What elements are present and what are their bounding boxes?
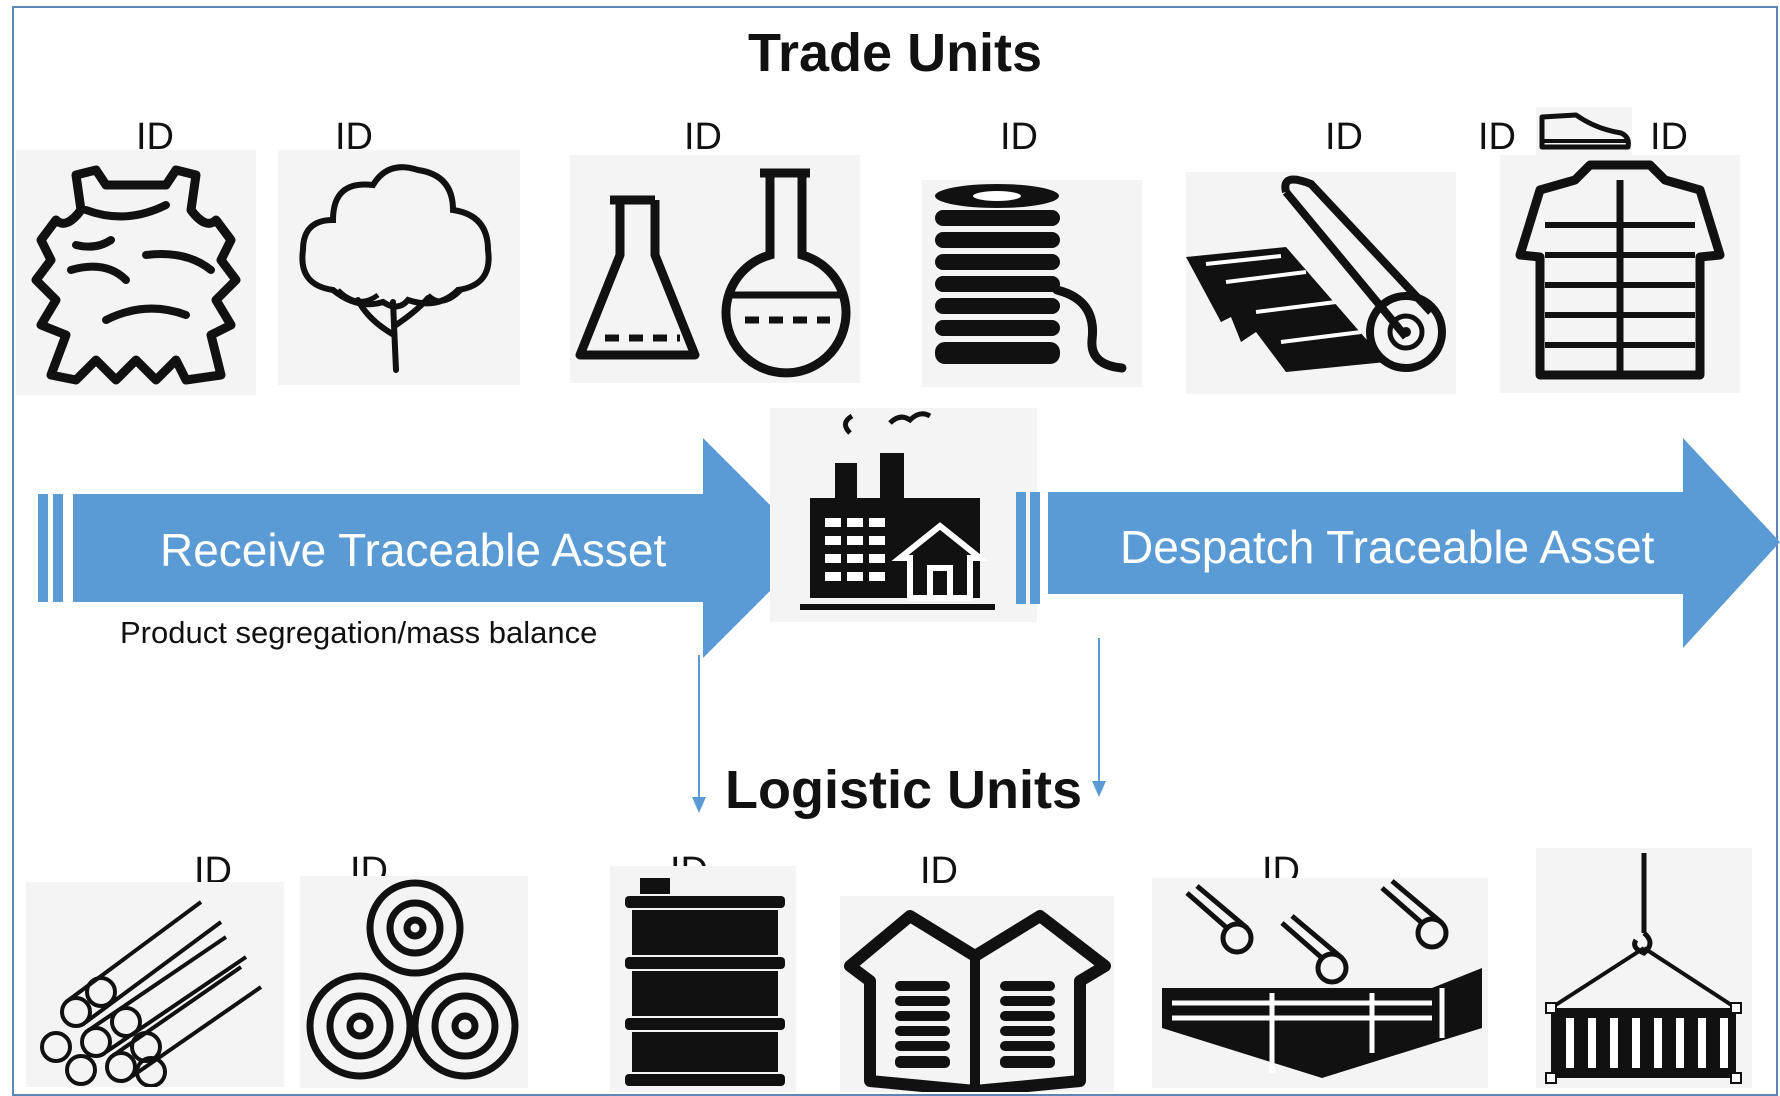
open-box-icon [840,896,1114,1092]
segregation-note: Product segregation/mass balance [120,615,598,650]
trade-id-label: ID [1478,116,1516,158]
trade-id-label: ID [1325,116,1363,158]
trade-id-label: ID [1650,116,1688,158]
shipping-container-icon [1536,848,1752,1088]
trade-id-label: ID [684,116,722,158]
receive-arrow [38,438,813,658]
trade-id-label: ID [335,116,373,158]
hide-icon [16,150,256,395]
despatch-arrow-label: Despatch Traceable Asset [1120,521,1655,573]
jacket-icon [1500,155,1740,393]
barrel-icon [610,866,796,1092]
shoe-icon [1536,107,1632,155]
log-pile-icon [26,882,284,1087]
pallet-rolls-icon [1152,878,1488,1088]
receive-arrow-label: Receive Traceable Asset [160,524,667,576]
round-bales-icon [300,876,528,1088]
connector-arrow-right [1092,638,1106,797]
chemistry-flasks-icon [570,155,860,383]
trade-id-label: ID [136,116,174,158]
logistic-units-title: Logistic Units [725,760,1083,820]
yarn-spool-icon [922,180,1142,387]
factory-icon [770,408,1037,622]
connector-arrow-left [692,655,706,813]
despatch-arrow [1016,438,1780,648]
cotton-icon [278,150,520,385]
logistic-id-label: ID [920,850,958,892]
fabric-roll-icon [1186,172,1456,394]
trade-id-label: ID [1000,116,1038,158]
trade-units-title: Trade Units [748,23,1043,83]
